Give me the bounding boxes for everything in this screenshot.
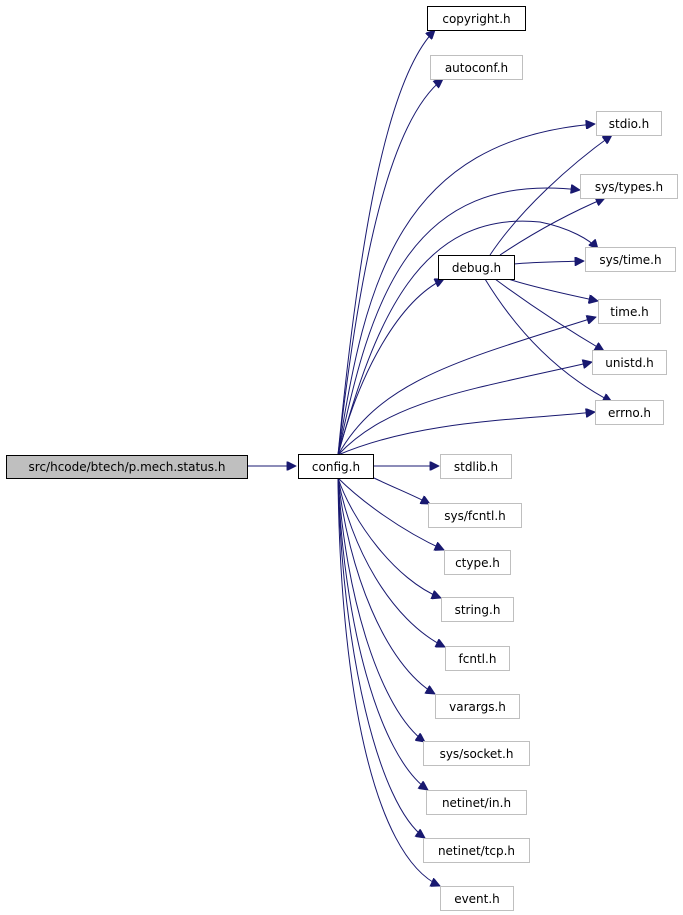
node-ctype-h[interactable]: ctype.h [444,550,511,575]
edge-config-netinet-in [337,477,428,790]
edge-config-string [337,477,441,598]
node-autoconf-label: autoconf.h [444,60,509,75]
node-string-label: string.h [454,602,501,617]
node-unistd-h[interactable]: unistd.h [592,350,667,375]
node-config-h[interactable]: config.h [298,454,374,479]
node-time-h[interactable]: time.h [598,299,661,324]
node-netinet-in-h[interactable]: netinet/in.h [426,790,527,815]
node-copyright-h[interactable]: copyright.h [427,6,526,31]
edge-config-event [337,477,440,886]
edge-config-unistd [337,362,592,456]
edge-config-autoconf [337,79,443,456]
node-config-label: config.h [311,459,361,474]
node-root-file[interactable]: src/hcode/btech/p.mech.status.h [6,455,248,479]
edge-config-errno [337,412,595,456]
edge-config-sys-time [337,220,598,456]
edge-config-fcntl [337,477,445,647]
node-netinet-tcp-label: netinet/tcp.h [437,843,516,858]
node-sys-types-label: sys/types.h [594,179,664,194]
edge-config-varargs [337,477,435,694]
node-sys-time-label: sys/time.h [599,252,662,267]
node-sys-socket-h[interactable]: sys/socket.h [423,741,530,766]
edge-config-debug [337,279,444,456]
node-stdlib-h[interactable]: stdlib.h [440,454,512,479]
node-event-label: event.h [454,891,500,906]
node-varargs-h[interactable]: varargs.h [435,694,520,719]
edge-config-netinet-tcp [337,477,425,838]
node-sys-types-h[interactable]: sys/types.h [580,174,678,199]
node-netinet-tcp-h[interactable]: netinet/tcp.h [423,838,530,863]
node-netinet-in-label: netinet/in.h [441,795,512,810]
edge-config-sys-fcntl [373,477,430,504]
edge-config-sys-types [337,188,580,456]
edge-config-sys-socket [337,477,425,742]
node-ctype-label: ctype.h [455,555,500,570]
node-stdio-h[interactable]: stdio.h [596,111,662,136]
edge-config-copyright [337,30,435,456]
node-stdio-label: stdio.h [608,116,650,131]
node-event-h[interactable]: event.h [440,886,514,911]
node-stdlib-label: stdlib.h [453,459,499,474]
edges [248,30,612,886]
node-fcntl-label: fcntl.h [458,651,497,666]
edge-config-time [337,317,596,456]
node-debug-h[interactable]: debug.h [438,255,515,280]
node-errno-h[interactable]: errno.h [595,400,664,425]
edge-debug-errno [484,278,612,402]
node-sys-fcntl-h[interactable]: sys/fcntl.h [428,503,522,528]
edge-debug-sys-time [513,261,584,264]
node-fcntl-h[interactable]: fcntl.h [445,646,510,671]
node-sys-time-h[interactable]: sys/time.h [585,247,676,272]
node-copyright-label: copyright.h [442,11,511,26]
node-unistd-label: unistd.h [605,355,654,370]
edge-config-stdio [337,124,595,456]
edge-debug-time [507,278,598,301]
edge-debug-unistd [494,278,604,351]
node-debug-label: debug.h [451,260,502,275]
edge-config-ctype [337,477,444,550]
node-time-label: time.h [610,304,649,319]
node-root-label: src/hcode/btech/p.mech.status.h [28,460,226,474]
node-sys-fcntl-label: sys/fcntl.h [444,508,506,523]
node-string-h[interactable]: string.h [441,597,514,622]
edge-debug-stdio [489,135,612,256]
node-sys-socket-label: sys/socket.h [439,746,514,761]
node-autoconf-h[interactable]: autoconf.h [430,55,523,80]
edge-debug-sys-types [499,198,605,256]
node-varargs-label: varargs.h [449,699,506,714]
node-errno-label: errno.h [608,405,651,420]
